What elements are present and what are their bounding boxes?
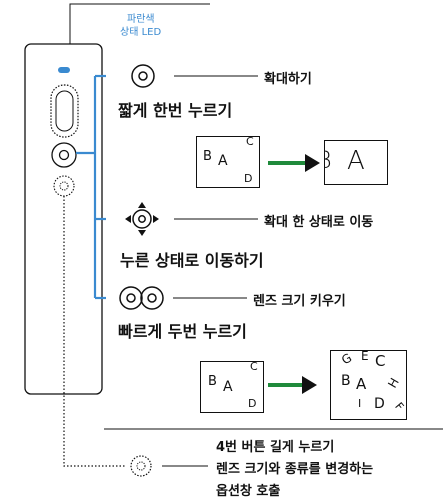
double-press-icon-a-dot bbox=[126, 293, 136, 303]
long-press-desc-line-2: 옵션창 호출 bbox=[216, 484, 281, 499]
button-4-inner bbox=[59, 181, 69, 191]
long-press-title: 4번 버튼 길게 누르기 bbox=[216, 440, 335, 455]
led-leader-line bbox=[69, 3, 210, 44]
inset2-after-char-f: F bbox=[392, 399, 407, 414]
inset2-arrow-head bbox=[302, 376, 317, 394]
led-status-label: 상태 LED bbox=[120, 27, 162, 38]
double-press-title: 빠르게 두번 누르기 bbox=[118, 322, 247, 341]
led-color-label: 파란색 bbox=[127, 14, 155, 25]
blue-bracket bbox=[76, 74, 106, 300]
move-icon bbox=[125, 202, 159, 236]
scroll-wheel-inner bbox=[55, 90, 74, 132]
zoom-action-label: 확대하기 bbox=[264, 72, 312, 87]
inset2-after-char-h: H bbox=[385, 375, 402, 391]
inset2-after-char-b: B bbox=[341, 373, 351, 389]
inset1-after-box: B A bbox=[324, 140, 388, 185]
inset2-after-char-e: E bbox=[361, 349, 369, 363]
double-press-icon-b-dot bbox=[147, 293, 157, 303]
button-4-callout bbox=[63, 196, 126, 467]
inset2-before-box: B A C D bbox=[200, 361, 264, 413]
inset2-before-char-c: C bbox=[250, 360, 258, 373]
inset1-after-char-a: A bbox=[347, 146, 365, 176]
inset1-before-char-a: A bbox=[218, 153, 228, 169]
short-press-title: 짧게 한번 누르기 bbox=[118, 101, 233, 120]
status-led bbox=[58, 67, 70, 73]
inset2-before-char-a: A bbox=[223, 379, 233, 395]
inset2-before-char-b: B bbox=[208, 374, 217, 389]
inset1-before-char-d: D bbox=[244, 172, 253, 185]
lens-size-action-label: 렌즈 크기 키우기 bbox=[253, 294, 346, 309]
long-press-icon bbox=[130, 455, 152, 477]
inset1-before-char-c: C bbox=[246, 135, 254, 148]
inset1-after-partial-char: B bbox=[325, 148, 332, 172]
single-press-icon bbox=[131, 64, 155, 88]
long-press-desc-line-1: 렌즈 크기와 종류를 변경하는 bbox=[216, 462, 374, 477]
inset1-arrow-head bbox=[305, 154, 320, 172]
inset2-before-char-d: D bbox=[248, 397, 257, 410]
double-press-icon-b bbox=[140, 286, 164, 310]
inset2-after-char-i: I bbox=[358, 397, 362, 410]
inset1-before-char-b: B bbox=[203, 149, 212, 164]
device-body bbox=[24, 43, 103, 395]
inset2-after-box: G E C B A H I D F bbox=[330, 350, 407, 420]
single-press-icon-dot bbox=[138, 71, 148, 81]
inset2-after-char-c: C bbox=[375, 352, 386, 370]
move-title: 누른 상태로 이동하기 bbox=[120, 251, 264, 270]
inset2-after-char-a: A bbox=[356, 375, 367, 393]
main-button bbox=[51, 142, 77, 168]
inset2-after-char-g: G bbox=[339, 350, 355, 368]
main-button-inner bbox=[58, 149, 70, 161]
long-press-icon-dot bbox=[136, 461, 146, 471]
scroll-wheel bbox=[50, 84, 79, 138]
inset1-before-box: B A C D bbox=[196, 136, 260, 188]
double-press-icon-a bbox=[119, 286, 143, 310]
move-action-label: 확대 한 상태로 이동 bbox=[264, 215, 374, 230]
inset2-after-char-d: D bbox=[374, 396, 385, 412]
